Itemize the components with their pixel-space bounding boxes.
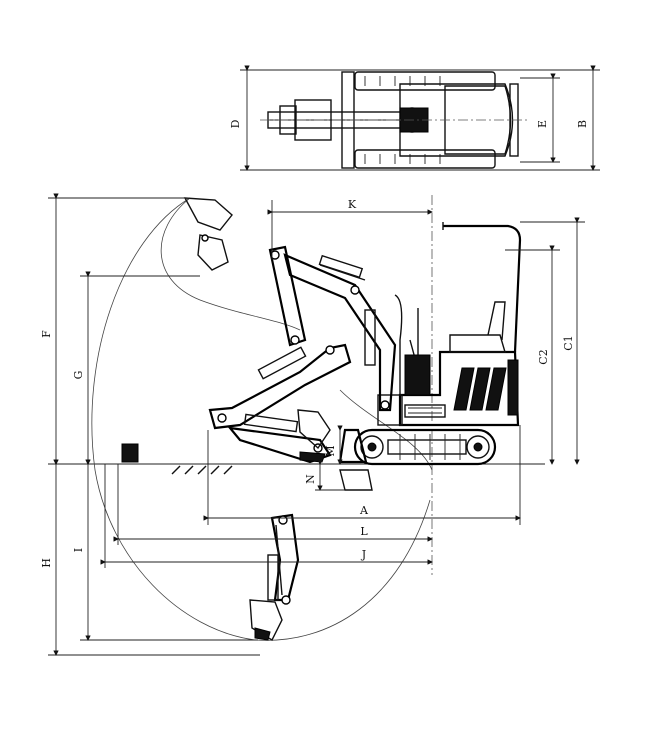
label-c2: C2 [537,349,550,364]
label-g: G [72,371,85,380]
boom-lowered [249,513,300,641]
label-h: H [40,558,53,568]
rops-frame [443,224,522,353]
label-j: J [361,548,366,561]
top-view [240,65,600,171]
label-k: K [348,198,357,211]
top-bucket [294,99,332,141]
operator-seat [449,334,506,353]
label-l: L [360,525,368,538]
boom-mid [121,343,352,464]
label-f: F [40,330,53,338]
label-c1: C1 [562,335,575,350]
label-a: A [359,504,369,517]
label-d: D [229,119,242,128]
dimension-labels: D E B K F G H I C1 C2 A L J M N [40,119,589,567]
boom-raised [183,197,403,412]
side-track [353,428,497,466]
side-blade [338,428,368,464]
top-track-upper [354,71,496,91]
label-e: E [536,120,549,128]
side-view [48,193,585,656]
label-m: M [324,445,337,456]
top-track-lower [354,149,496,169]
top-upper-structure [399,83,514,157]
label-n: N [304,474,317,484]
label-i: I [72,548,85,552]
label-b: B [576,120,589,128]
